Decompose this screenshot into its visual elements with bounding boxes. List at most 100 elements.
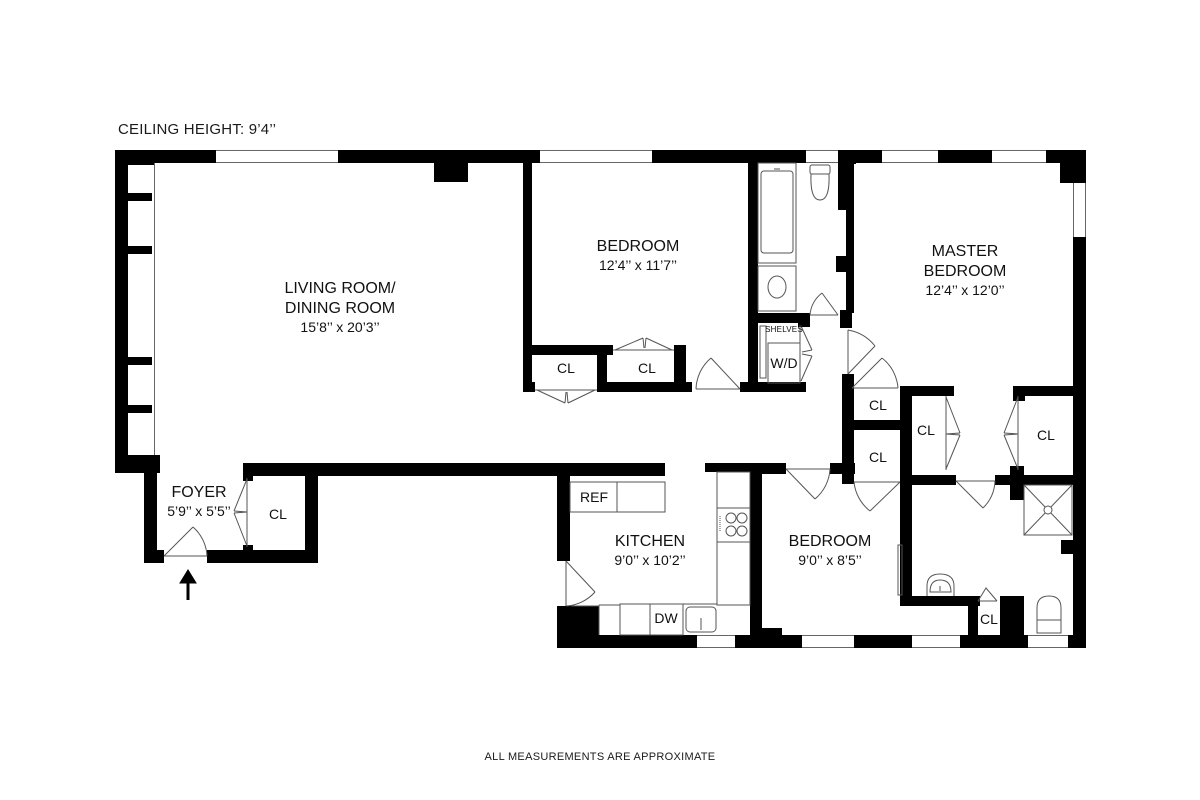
bedroom2-door [785,468,831,500]
entry-arrow-icon [179,569,197,600]
master-bedroom-door [847,329,899,389]
room-dimensions: 12’4’’ x 11’7’’ [598,257,678,273]
wall [836,256,846,272]
wall [523,160,532,390]
wall [762,628,782,648]
wall [900,596,980,606]
wall [243,545,253,555]
wall [740,382,806,392]
kitchen-door [565,560,596,607]
room-dimensions: 5’9’’ x 5’5’’ [167,503,231,519]
closet-label: CL [269,506,287,522]
wall [128,160,158,165]
wall [846,163,854,313]
room-name: BEDROOM [596,238,680,255]
wall [900,386,954,396]
window [697,635,735,648]
bedroom1-door [695,357,741,390]
wall [798,313,810,327]
wall [1010,466,1024,500]
toilet [809,164,831,201]
wall [848,160,856,164]
wall [243,463,253,481]
shelves-label: SHELVES [765,325,803,334]
sink-master-bath [926,573,955,596]
shower [1023,484,1073,536]
closet-label: CL [869,449,887,465]
wall [207,550,318,563]
master-closet-door-right [1003,396,1019,470]
wall [1013,386,1025,401]
wall [338,150,540,163]
foyer-label: FOYER 5’9’’ x 5’5’’ [156,483,242,520]
wall [1073,237,1086,648]
wall [674,345,686,392]
refrigerator-label: REF [580,489,608,505]
wall [968,596,978,648]
room-name: BEDROOM [788,533,872,550]
toilet-master-bath [1036,595,1062,634]
wall [838,150,882,163]
bath-closet-door [977,587,998,602]
room-dimensions: 9’0’’ x 8’5’’ [798,552,862,568]
room-name: MASTER [931,243,999,260]
room-name: DINING ROOM [284,300,396,317]
wall [938,150,992,163]
wall [1013,386,1075,396]
room-dimensions: 12’4’’ x 12’0’’ [925,282,1005,298]
bed1-closet-door-right [613,337,674,351]
master-bath-door [955,480,996,509]
wall [842,420,907,430]
window [216,150,338,163]
closet-label: CL [557,360,575,376]
wall [115,150,216,163]
wall [597,345,607,392]
window [992,150,1046,163]
wall [995,475,1075,485]
window [882,150,938,163]
closet-label: CL [1037,427,1055,443]
window [1073,183,1086,237]
wall [115,150,128,473]
dishwasher-label: DW [654,610,678,626]
wall [305,470,318,563]
room-dimensions: 9’0’’ x 10’2’’ [614,552,686,568]
wall-fin [128,357,152,365]
wall [557,476,570,561]
window [802,635,854,648]
closet-label: CL [917,422,935,438]
wall [144,550,164,563]
room-name: FOYER [171,484,227,501]
wall [523,382,535,392]
wall [1000,596,1024,648]
disclaimer: ALL MEASUREMENTS ARE APPROXIMATE [484,751,716,763]
wall-fin [128,246,152,254]
wall [748,160,758,392]
wall [597,382,692,392]
window [154,163,159,460]
closet-label: CL [980,611,998,627]
wall [900,475,956,485]
wall [840,310,852,328]
kitchen-label: KITCHEN 9’0’’ x 10’2’’ [595,532,705,569]
wall [854,635,912,648]
room-name: KITCHEN [614,533,686,550]
wall [243,463,665,476]
wall-fin [128,193,152,201]
sink [757,265,797,312]
bath1-door [809,292,839,316]
window [806,150,840,163]
wall [838,160,848,210]
wall [750,463,762,648]
wall [900,386,912,606]
window [540,150,652,163]
window [912,635,960,648]
wall-fin [128,405,152,413]
column [434,160,468,182]
bedroom2-label: BEDROOM 9’0’’ x 8’5’’ [770,532,890,569]
wall [705,463,757,472]
master-closet-door-left [945,396,961,470]
entry-door [163,526,208,557]
master-bedroom-label: MASTER BEDROOM 12’4’’ x 12’0’’ [905,242,1025,299]
bed1-closet-door-left [535,389,597,404]
